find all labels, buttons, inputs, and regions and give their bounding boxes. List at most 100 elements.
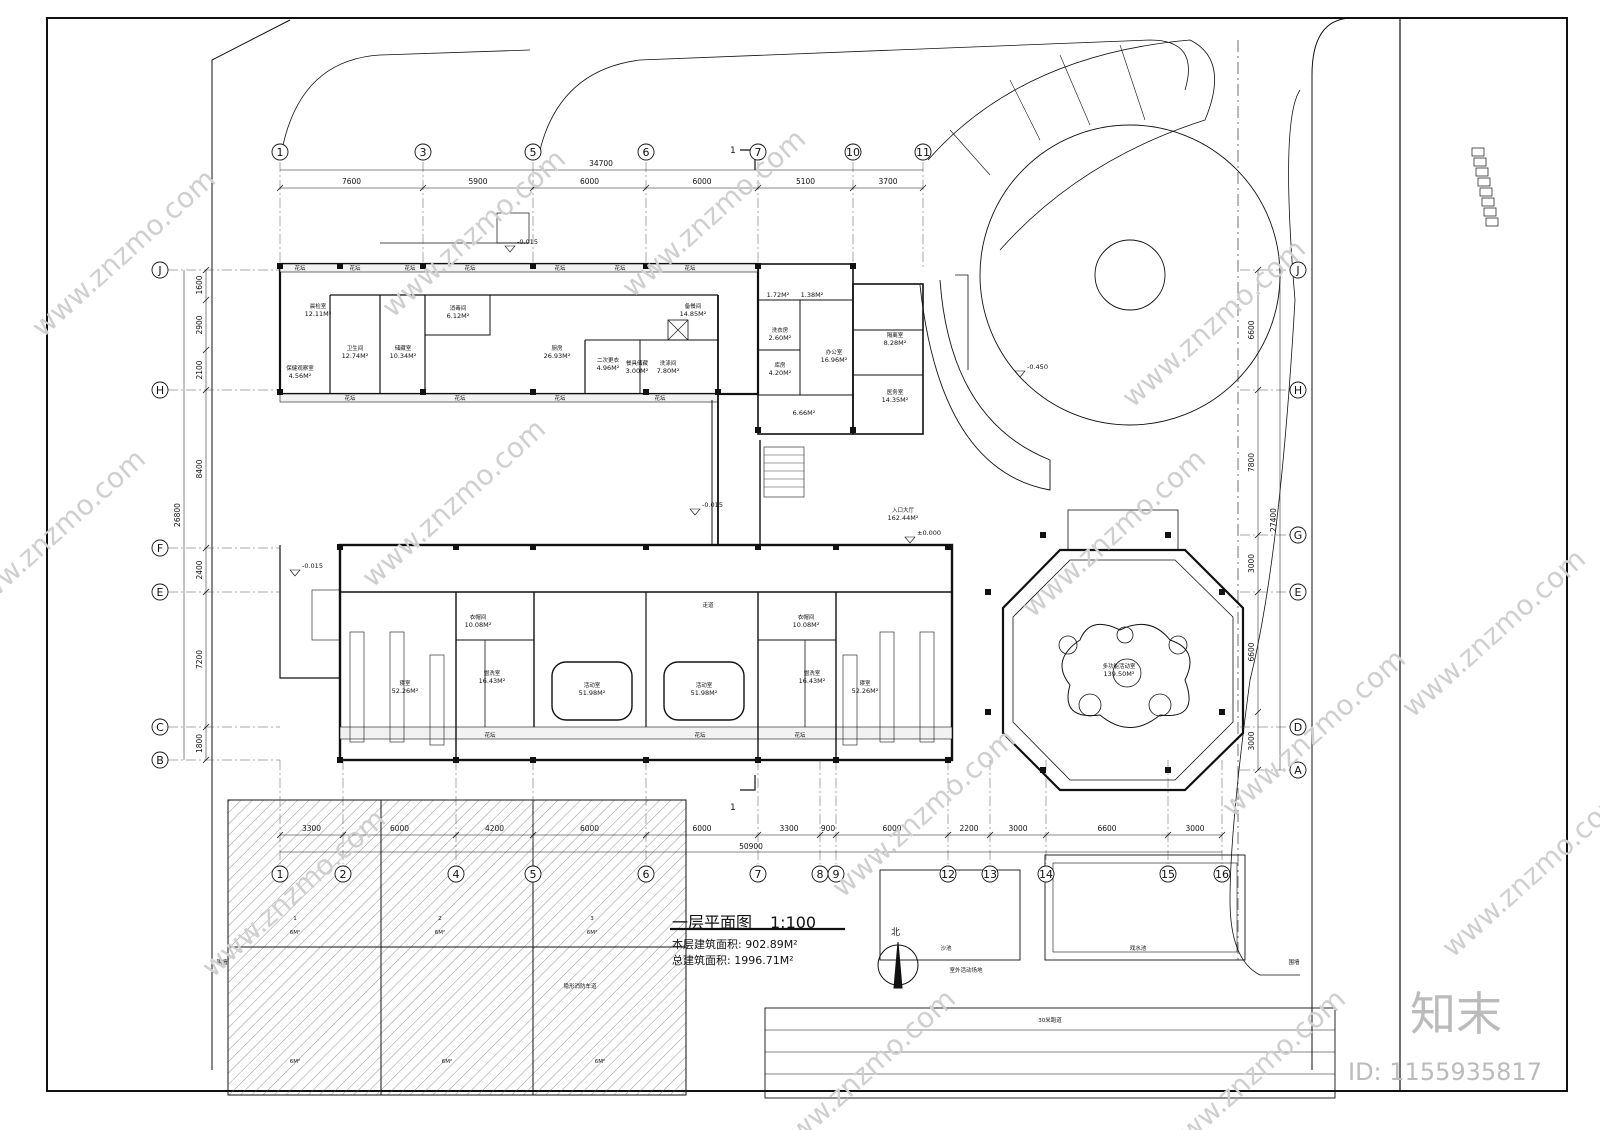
- site-label: 沙池: [940, 944, 952, 952]
- elevation-label: -0.450: [1027, 363, 1048, 371]
- section-mark-bottom: 1: [730, 803, 736, 813]
- axis-label-left: C: [156, 721, 164, 734]
- room-name: 备餐间: [685, 302, 702, 310]
- room-name: 晨检室: [310, 302, 327, 310]
- axis-bubble-bottom: [981, 865, 999, 883]
- dimension-label: 2900: [195, 315, 204, 334]
- planter-label: 花坛: [694, 731, 706, 739]
- column: [643, 544, 649, 550]
- id-label: ID: 1155935817: [1348, 1058, 1542, 1086]
- room-area: 6.12M²: [447, 312, 470, 320]
- column: [1165, 532, 1171, 538]
- column: [985, 709, 991, 715]
- room-area: 10.08M²: [793, 621, 820, 629]
- axis-label-left: B: [156, 754, 164, 767]
- axis-bubble-top: [914, 143, 932, 161]
- north-wing-outline: [278, 262, 760, 396]
- column: [643, 389, 649, 395]
- bridge: [1067, 509, 1179, 551]
- axis-bubble-bottom: [1213, 865, 1231, 883]
- pool: [1044, 854, 1246, 961]
- watermark: www.znzmo.com: [1215, 642, 1412, 824]
- planter-label: 花坛: [794, 731, 806, 739]
- column: [337, 757, 343, 763]
- room-name: 寝室: [859, 679, 871, 687]
- axis-label-top: 10: [846, 146, 860, 159]
- site-boundary-west: [211, 19, 291, 1070]
- axis-bubble-top: [414, 143, 432, 161]
- dimension-label: 6000: [882, 824, 901, 833]
- column: [755, 544, 761, 550]
- axis-label-right: D: [1294, 721, 1302, 734]
- parking-number: 3: [590, 916, 594, 922]
- site-label: 30米跑道: [1038, 1016, 1062, 1024]
- site-label: 戏水池: [1130, 944, 1147, 952]
- axis-bubble-left: [151, 718, 169, 736]
- column: [420, 389, 426, 395]
- north-arrow: [893, 941, 903, 989]
- site-labels: -0.015-0.015-0.015-0.450±0.000围墙围墙30米跑道戏…: [216, 238, 1300, 1065]
- axis-label-bottom: 5: [530, 868, 537, 881]
- axis-bubble-bottom: [334, 865, 352, 883]
- site-label: 围墙: [216, 958, 228, 966]
- elevation-label: -0.015: [702, 501, 723, 509]
- column: [1165, 767, 1171, 773]
- planter-label: 花坛: [464, 264, 476, 272]
- planter-label: 花坛: [344, 394, 356, 402]
- column: [755, 427, 761, 433]
- axis-label-bottom: 6: [643, 868, 650, 881]
- room-name: 洗涤间: [660, 359, 677, 367]
- room-area: 16.43M²: [479, 677, 506, 685]
- column: [985, 589, 991, 595]
- room-area: 2.60M²: [769, 334, 792, 342]
- room-area: 16.96M²: [821, 356, 848, 364]
- column: [453, 757, 459, 763]
- axis-bubble-top: [637, 143, 655, 161]
- room-name: 洗衣房: [772, 326, 789, 334]
- spiral-tick: [949, 129, 991, 176]
- room-area: 4.96M²: [597, 364, 620, 372]
- dimension-label: 7800: [1247, 453, 1256, 472]
- axis-label-top: 11: [916, 146, 930, 159]
- axis-grid: [168, 162, 1290, 864]
- axis-label-bottom: 8: [817, 868, 824, 881]
- room-area: 51.98M²: [579, 689, 606, 697]
- parking-area-label: 6M²: [442, 1058, 452, 1065]
- axis-bubble-left: [151, 583, 169, 601]
- structural-columns: [277, 263, 1225, 773]
- watermark: www.znzmo.com: [0, 442, 152, 624]
- dimension-label: 3000: [1185, 824, 1204, 833]
- axis-label-bottom: 1: [277, 868, 284, 881]
- room-area: 6.66M²: [793, 409, 816, 417]
- room-name: 寝室: [399, 679, 411, 687]
- drawing-title: 一层平面图: [672, 913, 752, 932]
- column: [833, 544, 839, 550]
- watermark: www.znzmo.com: [765, 982, 962, 1130]
- elevation-label: -0.015: [517, 238, 538, 246]
- bed-rows: [349, 631, 935, 746]
- parking-area-label: 6M²: [587, 929, 597, 936]
- dimension-label: 2200: [959, 824, 978, 833]
- axis-label-bottom: 16: [1215, 868, 1229, 881]
- drawing-frame: [46, 17, 1568, 1092]
- room-area: 162.44M²: [888, 514, 919, 522]
- dimension-label: 3000: [1247, 731, 1256, 750]
- elevator: [667, 319, 689, 341]
- activity-table: [551, 661, 633, 721]
- planters-south: [339, 726, 953, 740]
- round-lawn-inner: [1094, 239, 1166, 311]
- dimension-label: 6000: [692, 824, 711, 833]
- axis-bubble-bottom: [827, 865, 845, 883]
- room-name: 入口大厅: [892, 506, 915, 514]
- room-name: 消毒间: [450, 304, 467, 312]
- planter-label: 花坛: [684, 264, 696, 272]
- column: [850, 263, 856, 269]
- watermark: www.znzmo.com: [1155, 982, 1352, 1130]
- planter-label: 花坛: [654, 394, 666, 402]
- axis-label-bottom: 4: [453, 868, 460, 881]
- room-area: 1.72M²: [767, 291, 790, 299]
- axis-label-bottom: 2: [340, 868, 347, 881]
- dimension-label: 8400: [195, 459, 204, 478]
- planter-label: 花坛: [349, 264, 361, 272]
